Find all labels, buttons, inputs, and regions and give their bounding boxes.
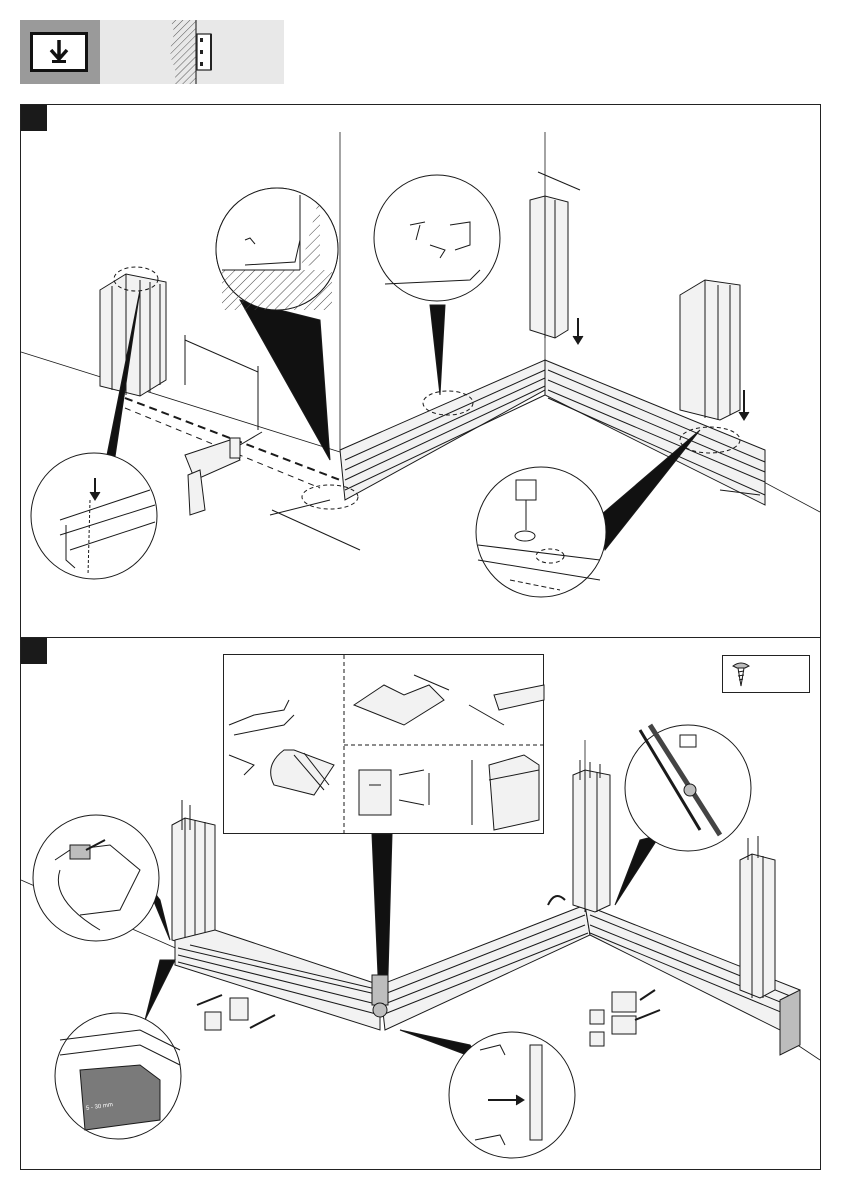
- detail-callout-cover-removal: [33, 815, 170, 941]
- detail-callout-measurement: [55, 960, 181, 1139]
- vertical-trunking-p2-middle: [573, 760, 610, 912]
- screw-type-box: [722, 655, 810, 693]
- vertical-trunking-p2-left: [172, 800, 215, 948]
- inner-corner-fitting: [372, 975, 388, 1017]
- detail-callout-clips: [374, 175, 500, 395]
- inset-detail-diagrams: [224, 655, 545, 835]
- vertical-trunking-right: [680, 280, 740, 420]
- vertical-trunking-p2-right: [740, 836, 775, 998]
- vertical-trunking-drop: [530, 196, 568, 338]
- screw-icon: [723, 656, 809, 692]
- detail-callout-partition: [400, 1030, 575, 1158]
- detail-callout-cable: [615, 725, 751, 905]
- inset-detail-box: [223, 654, 544, 834]
- drill-icon: [185, 432, 262, 515]
- horizontal-trunking-p2-middle: [380, 905, 590, 1030]
